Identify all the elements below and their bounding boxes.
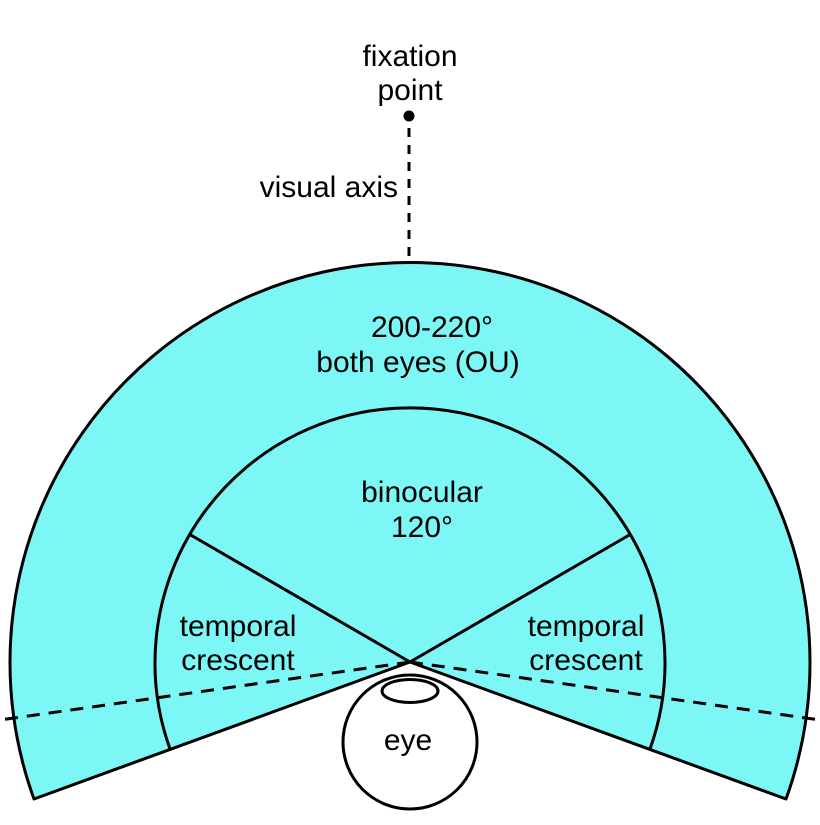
- outer-field-sector: [8, 261, 812, 801]
- temporal-crescent-right-label-line2: crescent: [529, 644, 643, 677]
- eye-label: eye: [384, 724, 432, 757]
- right-horizontal-dashed-line: [409, 660, 820, 722]
- temporal-crescent-left-label-line1: temporal: [180, 610, 297, 643]
- fixation-point-label-line1: fixation: [362, 40, 457, 73]
- binocular-field-arc: [153, 406, 667, 750]
- binocular-label-line2: 120°: [391, 511, 453, 544]
- left-horizontal-dashed-line: [0, 660, 411, 722]
- temporal-crescent-left-label-line2: crescent: [181, 644, 295, 677]
- fixation-point-dot: [403, 110, 415, 122]
- binocular-right-boundary-line: [409, 532, 632, 664]
- outer-field-label-line2: both eyes (OU): [316, 346, 519, 379]
- eye-lens-ellipse: [380, 678, 440, 704]
- visual-axis-label: visual axis: [260, 171, 398, 204]
- binocular-left-boundary-line: [188, 532, 411, 664]
- temporal-crescent-right-label-line1: temporal: [528, 610, 645, 643]
- fixation-point-label-line2: point: [377, 74, 443, 107]
- outer-field-label-line1: 200-220°: [371, 311, 493, 344]
- binocular-label-line1: binocular: [361, 476, 483, 509]
- eye-circle: [341, 673, 479, 811]
